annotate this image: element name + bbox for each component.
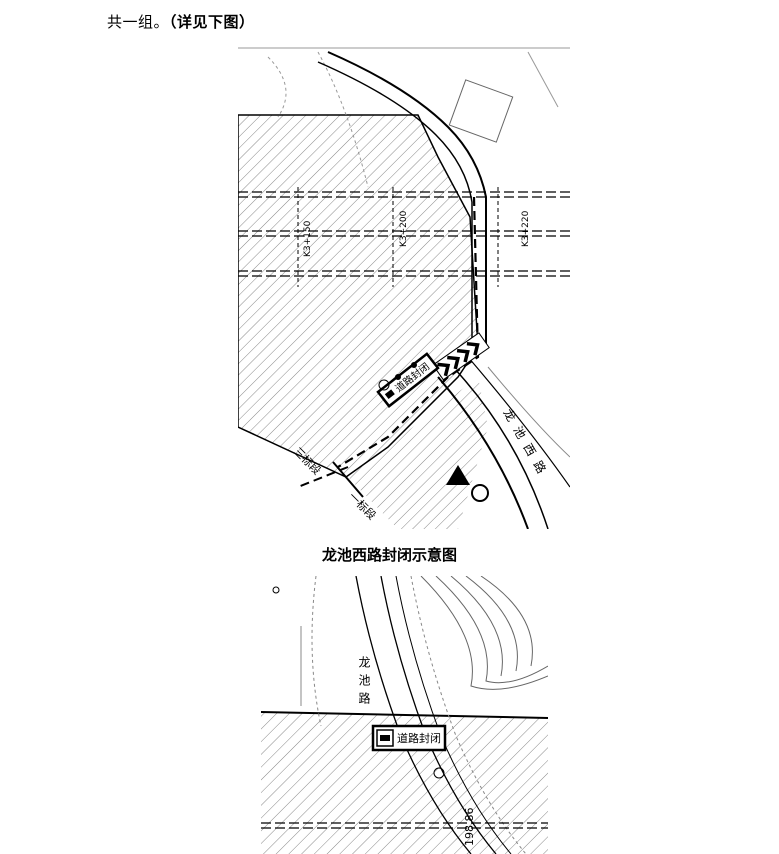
warning-triangle-icon: [446, 465, 470, 485]
closure-plan-drawing: K3+150 K3+200 K3+220 道路封闭 三标段 一标段 龙池西路: [238, 47, 570, 529]
intro-text: 共一组。: [107, 13, 170, 31]
road-closed-sign-label-2: 道路封闭: [397, 731, 441, 745]
station-label-3: K3+220: [521, 210, 531, 247]
road-name-label-2: 龙池路: [357, 656, 371, 710]
chevron-arrows-icon: [432, 332, 490, 381]
intro-note: （详见下图）: [169, 13, 255, 31]
elevation-label: 198.86: [463, 808, 476, 847]
station-label-2: K3+200: [399, 210, 409, 247]
figure-caption: 龙池西路封闭示意图: [321, 546, 457, 564]
detail-drawing: 龙池路 道路封闭 198.86: [261, 576, 548, 854]
intro-line: 共一组。（详见下图）: [107, 11, 255, 32]
station-label-1: K3+150: [303, 220, 313, 257]
speed-limit-icon: [471, 484, 489, 502]
